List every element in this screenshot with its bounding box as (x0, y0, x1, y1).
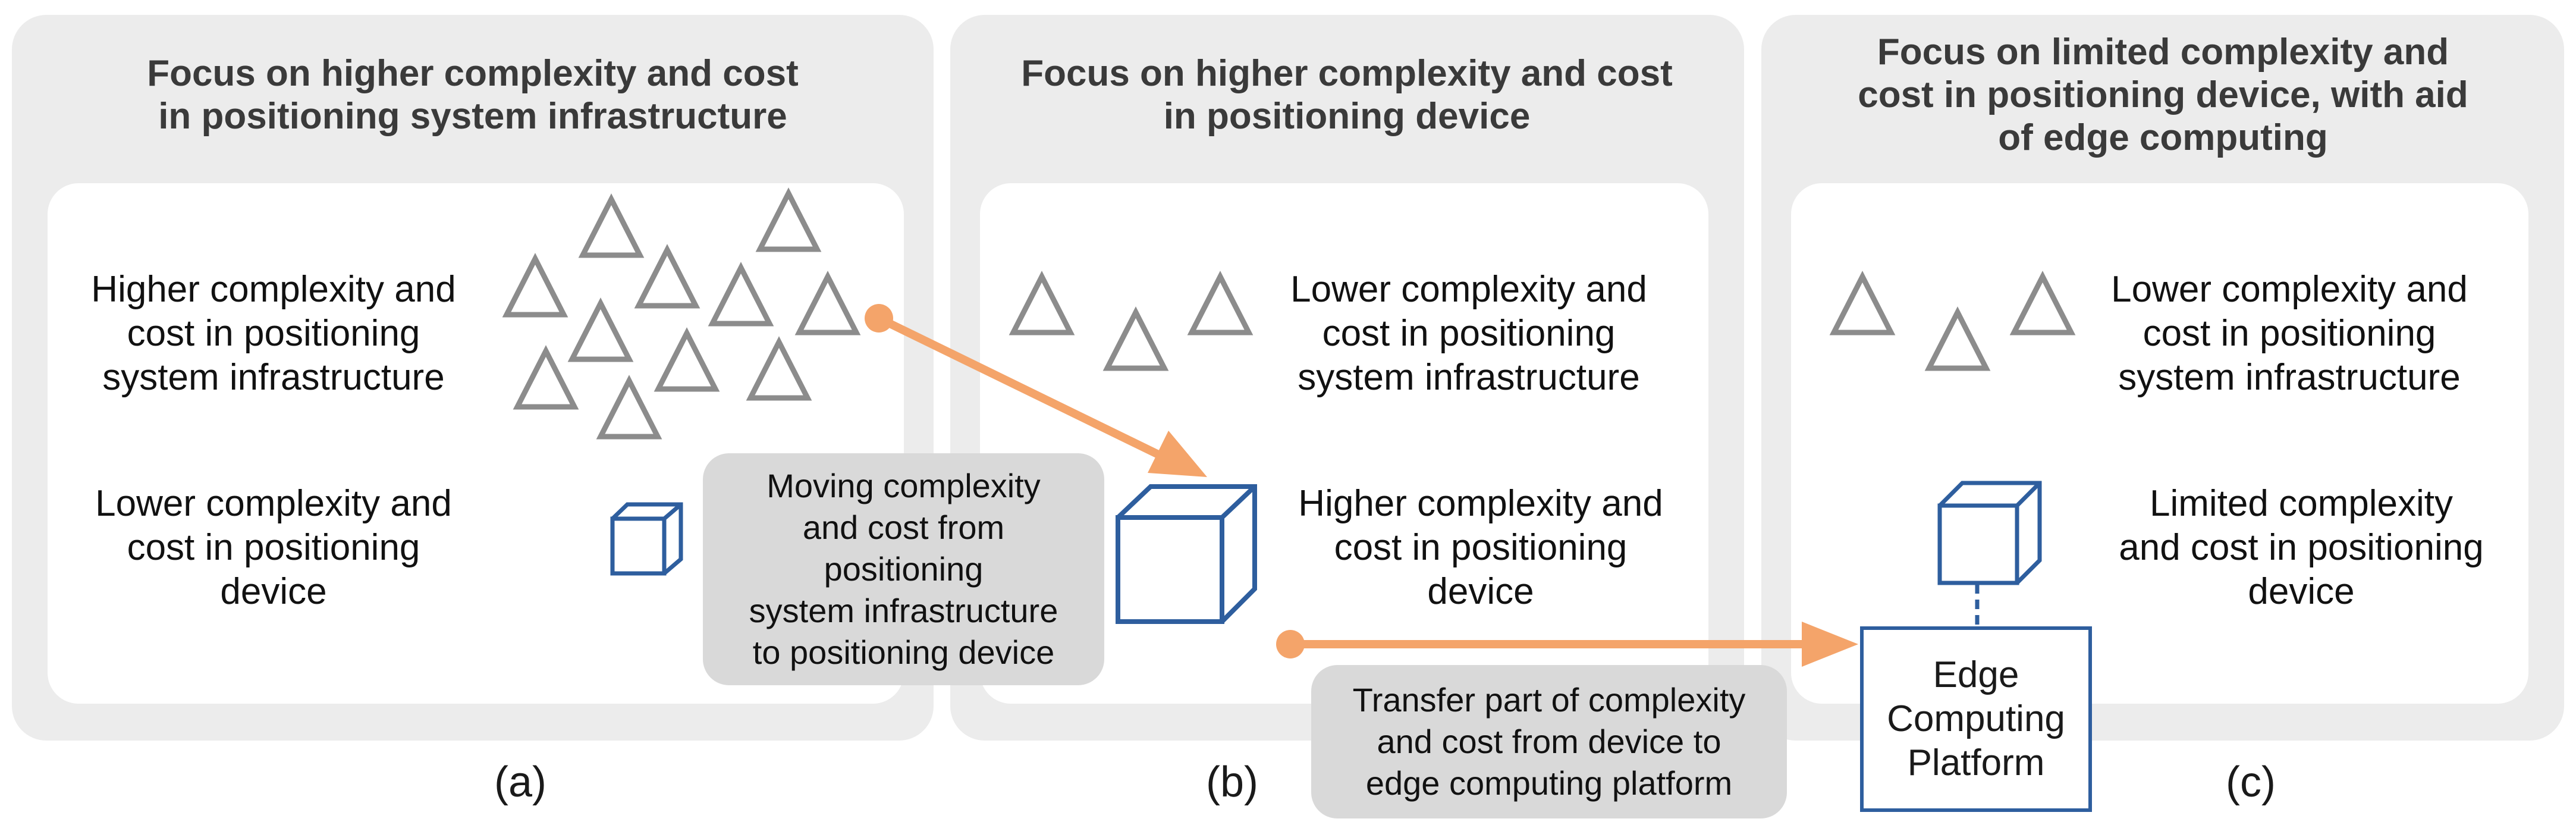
panel-a-infra-label: Higher complexity and cost in positionin… (91, 269, 456, 398)
triangle-anchor-icon (601, 381, 658, 437)
transfer-complexity-note: Transfer part of complexity and cost fro… (1311, 665, 1787, 818)
triangle-anchor-icon (1013, 277, 1070, 333)
panel-c-triangles (1834, 277, 2071, 368)
triangle-anchor-icon (507, 259, 564, 315)
panel-c-content (1791, 183, 2528, 704)
triangle-anchor-icon (1107, 312, 1164, 368)
cube-device-icon (610, 502, 683, 576)
triangle-anchor-icon (517, 351, 574, 407)
triangle-anchor-icon (658, 333, 715, 389)
panel-b-title: Focus on higher complexity and cost in p… (1021, 53, 1673, 137)
cube-device-icon (1937, 481, 2042, 585)
edge-computing-platform-box: Edge Computing Platform (1860, 626, 2092, 812)
triangle-anchor-icon (639, 250, 696, 306)
panel-b-caption: (b) (1206, 758, 1258, 806)
cube-device-icon (1116, 484, 1257, 624)
triangle-anchor-icon (1929, 312, 1986, 368)
panel-a-device-label: Lower complexity and cost in positioning… (95, 483, 452, 612)
triangle-anchor-icon (583, 199, 640, 255)
panel-a-title: Focus on higher complexity and cost in p… (147, 53, 799, 137)
panel-b-triangles (1013, 277, 1249, 368)
triangle-anchor-icon (799, 277, 856, 333)
panel-c-device-label: Limited complexity and cost in positioni… (2119, 483, 2484, 612)
panel-c-infra-label: Lower complexity and cost in positioning… (2111, 269, 2468, 398)
triangle-anchor-icon (1834, 277, 1891, 333)
panel-a-triangle-cluster (507, 193, 856, 437)
move-complexity-arrow (865, 304, 1207, 477)
triangle-anchor-icon (750, 342, 808, 398)
panel-c-title: Focus on limited complexity and cost in … (1858, 32, 2468, 158)
triangle-anchor-icon (572, 303, 629, 359)
panel-a-caption: (a) (494, 758, 546, 806)
panel-c-caption: (c) (2226, 758, 2276, 806)
transfer-complexity-arrow (1276, 622, 1858, 667)
panel-b-device-label: Higher complexity and cost in positionin… (1298, 483, 1663, 612)
triangle-anchor-icon (1192, 277, 1249, 333)
triangle-anchor-icon (2014, 277, 2071, 333)
moving-complexity-note: Moving complexity and cost from position… (703, 453, 1104, 685)
triangle-anchor-icon (712, 268, 769, 324)
triangle-anchor-icon (760, 193, 817, 249)
panel-b-infra-label: Lower complexity and cost in positioning… (1290, 269, 1647, 398)
